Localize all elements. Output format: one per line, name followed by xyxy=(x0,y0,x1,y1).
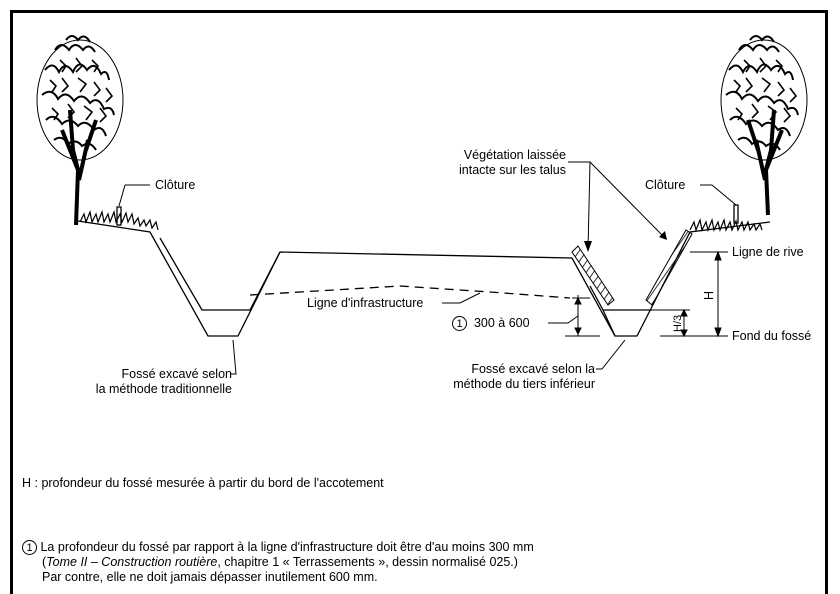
label-depth-range-text: 300 à 600 xyxy=(473,316,530,330)
dimension-h3 xyxy=(680,308,688,338)
note-1: 1 La profondeur du fossé par rapport à l… xyxy=(22,540,534,585)
label-fosse-traditionnelle: Fossé excavé selon la méthode traditionn… xyxy=(52,367,232,397)
label-fosse-trad-line1: Fossé excavé selon xyxy=(121,367,232,381)
note-1-reference-title: Tome II – Construction routière xyxy=(46,555,218,570)
label-vegetation-line2: intacte sur les talus xyxy=(459,163,566,177)
label-dim-h: H xyxy=(702,290,716,300)
note-h-definition: H : profondeur du fossé mesurée à partir… xyxy=(22,476,384,490)
label-dim-h3: H/3 xyxy=(672,314,684,332)
label-fond-du-fosse: Fond du fossé xyxy=(732,329,812,343)
label-fosse-tiers: Fossé excavé selon la méthode du tiers i… xyxy=(420,362,595,392)
circled-number-1-icon: 1 xyxy=(22,540,37,556)
label-vegetation: Végétation laissée intacte sur les talus xyxy=(446,148,566,178)
note-1-line2-rest: , chapitre 1 « Terrassements », dessin n… xyxy=(217,555,518,570)
label-fosse-tiers-line2: méthode du tiers inférieur xyxy=(453,377,595,391)
right-tree-icon xyxy=(720,35,808,216)
label-ligne-de-rive: Ligne de rive xyxy=(732,245,804,259)
note-1-line1-text: La profondeur du fossé par rapport à la … xyxy=(40,540,534,554)
left-tree-icon xyxy=(36,35,124,226)
circled-number-1-icon: 1 xyxy=(452,316,467,332)
dimension-300-600 xyxy=(565,295,600,337)
arrowheads xyxy=(584,231,667,252)
note-1-line2: (Tome II – Construction routière, chapit… xyxy=(22,555,534,570)
label-cloture-left: Clôture xyxy=(155,178,196,192)
note-1-line1: 1 La profondeur du fossé par rapport à l… xyxy=(22,540,534,556)
label-vegetation-line1: Végétation laissée xyxy=(463,148,566,162)
label-depth-range: 1 300 à 600 xyxy=(452,316,530,332)
label-cloture-right: Clôture xyxy=(645,178,686,192)
leader-lines xyxy=(118,161,737,375)
grass-tufts xyxy=(79,209,763,232)
note-1-line2-open: ( xyxy=(42,555,47,570)
note-1-line3: Par contre, elle ne doit jamais dépasser… xyxy=(42,570,378,585)
slope-vegetation xyxy=(571,229,693,306)
label-fosse-trad-line2: la méthode traditionnelle xyxy=(95,382,232,396)
fence-posts xyxy=(116,204,739,226)
drawing-frame xyxy=(10,10,828,594)
dimension-h xyxy=(714,250,722,338)
label-ligne-infrastructure: Ligne d'infrastructure xyxy=(307,296,424,310)
infrastructure-line xyxy=(249,285,571,299)
label-fosse-tiers-line1: Fossé excavé selon la xyxy=(471,362,595,376)
